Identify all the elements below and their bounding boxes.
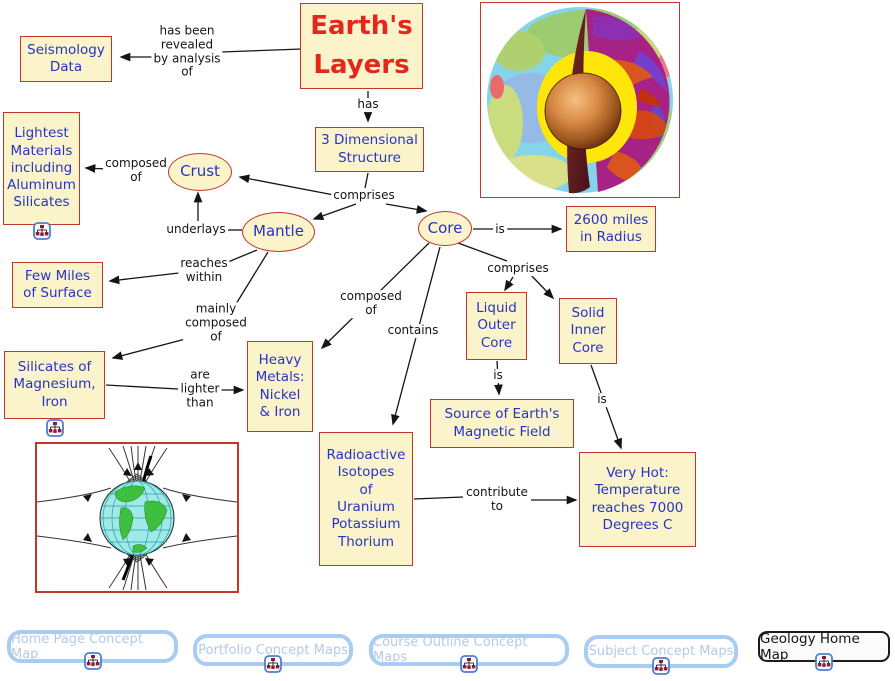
nav-button-label: Geology Home Map — [760, 630, 860, 663]
concept-node-solid-inner-core: Solid Inner Core — [559, 298, 617, 364]
nav-button-label: Portfolio Concept Maps — [198, 642, 348, 658]
concept-node-seismology-data: Seismology Data — [20, 36, 112, 82]
link-label-comprises-structure: comprises — [331, 188, 397, 203]
magnetic-field-graphic — [36, 444, 238, 591]
concept-map-icon[interactable] — [46, 419, 64, 437]
link-label-are-lighter-than: are lighter than — [178, 367, 222, 410]
concept-map-icon[interactable] — [460, 655, 478, 673]
link-label-contribute-to: contribute to — [464, 485, 530, 514]
concept-node-crust: Crust — [168, 153, 232, 191]
concept-node-mantle: Mantle — [242, 212, 315, 252]
magnetic-field-image — [35, 442, 239, 593]
link-label-is-radius: is — [493, 222, 507, 237]
link-label-contains: contains — [385, 323, 441, 338]
nav-button-label: Subject Concept Maps — [588, 644, 734, 659]
concept-node-core: Core — [418, 211, 472, 246]
concept-node-radioactive-isotopes: Radioactive Isotopes of Uranium Potassiu… — [319, 432, 413, 566]
nav-button-portfolio-concept-maps[interactable]: Portfolio Concept Maps — [193, 634, 353, 673]
concept-node-3d-structure: 3 Dimensional Structure — [315, 127, 424, 172]
concept-node-title: Earth's Layers — [300, 3, 423, 89]
nav-button-course-outline-concept-maps[interactable]: Course Outline Concept Maps — [369, 634, 569, 673]
link-label-revealed: has been revealed by analysis of — [151, 23, 223, 80]
nav-button-home-page-concept-map[interactable]: Home Page Concept Map — [7, 630, 178, 670]
link-label-composed-of-crust: composed of — [103, 156, 169, 185]
link-label-underlays: underlays — [164, 222, 228, 237]
nav-button-geology-home-map[interactable]: Geology Home Map — [758, 630, 890, 671]
nav-button-subject-concept-maps[interactable]: Subject Concept Maps — [584, 635, 738, 675]
concept-map-icon[interactable] — [652, 657, 670, 675]
link-label-is-very-hot: is — [595, 392, 609, 407]
earth-cutaway-image — [480, 2, 680, 198]
link-label-comprises-core: comprises — [485, 261, 551, 276]
earth-cutaway-graphic — [487, 7, 673, 194]
link-label-has: has — [355, 97, 381, 112]
nav-button-label: Home Page Concept Map — [11, 631, 143, 662]
link-label-is-source: is — [491, 368, 505, 383]
link-label-composed-of-core: composed of — [338, 289, 404, 318]
concept-node-2600-miles: 2600 miles in Radius — [566, 206, 656, 252]
concept-map-icon[interactable] — [264, 655, 282, 673]
concept-node-few-miles: Few Miles of Surface — [12, 262, 103, 308]
concept-map-icon[interactable] — [83, 652, 102, 670]
concept-node-silicates-magnesium: Silicates of Magnesium, Iron — [4, 351, 105, 419]
concept-node-magnetic-source: Source of Earth's Magnetic Field — [430, 399, 574, 448]
concept-map-icon[interactable] — [33, 222, 51, 240]
concept-map-icon[interactable] — [815, 653, 833, 671]
link-label-reaches-within: reaches within — [178, 256, 230, 285]
concept-node-lightest-materials: Lightest Materials including Aluminum Si… — [3, 112, 80, 225]
concept-node-very-hot: Very Hot: Temperature reaches 7000 Degre… — [579, 452, 696, 547]
nav-button-label: Course Outline Concept Maps — [373, 635, 528, 665]
concept-node-heavy-metals: Heavy Metals: Nickel & Iron — [247, 341, 313, 432]
concept-node-liquid-outer-core: Liquid Outer Core — [466, 292, 527, 360]
link-label-mainly-composed-of: mainly composed of — [183, 301, 249, 344]
